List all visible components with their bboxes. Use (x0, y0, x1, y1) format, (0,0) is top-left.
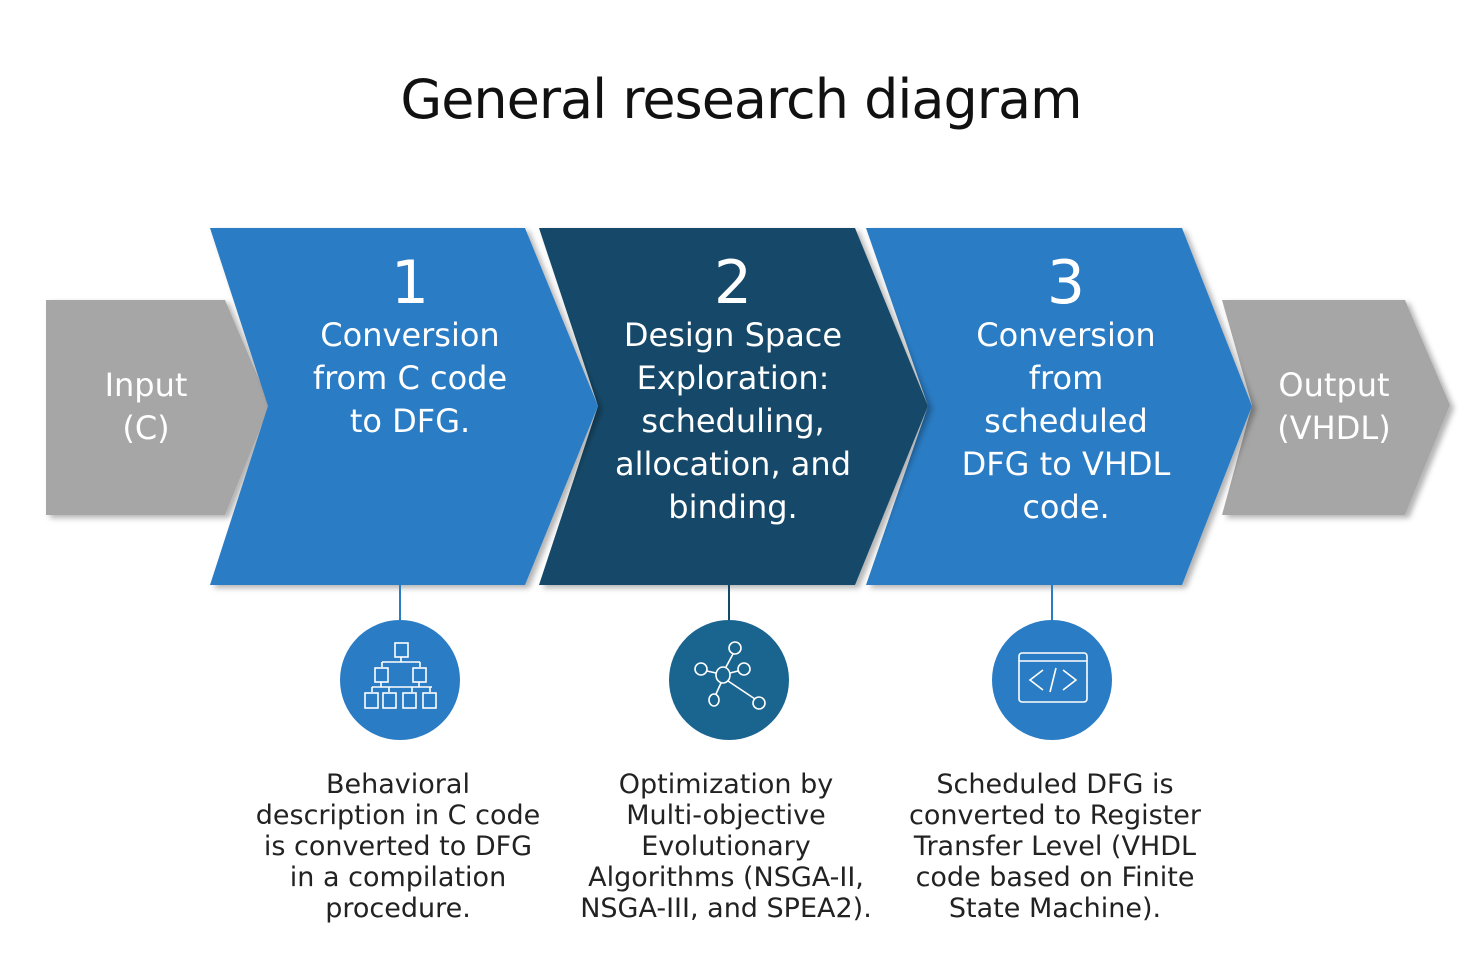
description-line: Behavioral (326, 769, 470, 800)
step-text-line: Exploration: (636, 359, 830, 397)
step-3-icon-circle (992, 620, 1112, 740)
description-line: in a compilation (289, 862, 507, 893)
description-line: Transfer Level (VHDL (913, 831, 1197, 862)
code-icon (1018, 652, 1088, 703)
output-label: Output (VHDL) (1234, 364, 1434, 450)
hierarchy-icon (364, 642, 437, 709)
description-line: procedure. (325, 893, 471, 924)
step-text-line: from (1028, 359, 1104, 397)
step-text-line: code. (1022, 488, 1110, 526)
step-2-description: Optimization by Multi-objective Evolutio… (556, 769, 896, 924)
step-1-label: 1 Conversion from C code to DFG. (260, 248, 560, 443)
step-text-line: Conversion (320, 316, 500, 354)
step-3-description: Scheduled DFG is converted to Register T… (885, 769, 1225, 924)
input-label-line: (C) (122, 409, 170, 447)
page-title: General research diagram (400, 68, 1082, 131)
input-arrow (46, 300, 270, 515)
input-label-line: Input (104, 366, 188, 404)
step-text-line: binding. (668, 488, 798, 526)
description-line: converted to Register (909, 800, 1201, 831)
input-label: Input (C) (46, 364, 246, 450)
step-text-line: allocation, and (614, 445, 851, 483)
description-line: description in C code (255, 800, 541, 831)
step-number: 2 (713, 248, 753, 318)
description-line: Multi-objective (626, 800, 826, 831)
step-3-chevron (866, 228, 1252, 585)
step-3-label: 3 Conversion from scheduled DFG to VHDL … (916, 248, 1216, 529)
step-text-line: DFG to VHDL (961, 445, 1171, 483)
step-text-line: to DFG. (349, 402, 471, 440)
description-line: is converted to DFG (263, 831, 533, 862)
output-arrow (1222, 300, 1450, 515)
step-1-icon-circle (340, 620, 460, 740)
step-text-line: from C code (312, 359, 508, 397)
output-label-line: (VHDL) (1277, 409, 1391, 447)
step-text-line: scheduled (984, 402, 1148, 440)
step-number: 1 (390, 248, 430, 318)
description-line: NSGA-III, and SPEA2). (580, 893, 872, 924)
description-line: Optimization by (618, 769, 834, 800)
step-text-line: scheduling, (641, 402, 825, 440)
step-number: 3 (1046, 248, 1086, 318)
description-line: Evolutionary (641, 831, 811, 862)
step-2-chevron (539, 228, 928, 585)
description-line: State Machine). (948, 893, 1162, 924)
step-text-line: Conversion (976, 316, 1156, 354)
step-1-description: Behavioral description in C code is conv… (228, 769, 568, 924)
step-2-label: 2 Design Space Exploration: scheduling, … (583, 248, 883, 529)
network-icon (694, 641, 766, 710)
step-text-line: Design Space (623, 316, 843, 354)
description-line: Scheduled DFG is (936, 769, 1174, 800)
description-line: Algorithms (NSGA-II, (588, 862, 864, 893)
description-line: code based on Finite (915, 862, 1195, 893)
output-label-line: Output (1278, 366, 1390, 404)
step-1-chevron (210, 228, 598, 585)
